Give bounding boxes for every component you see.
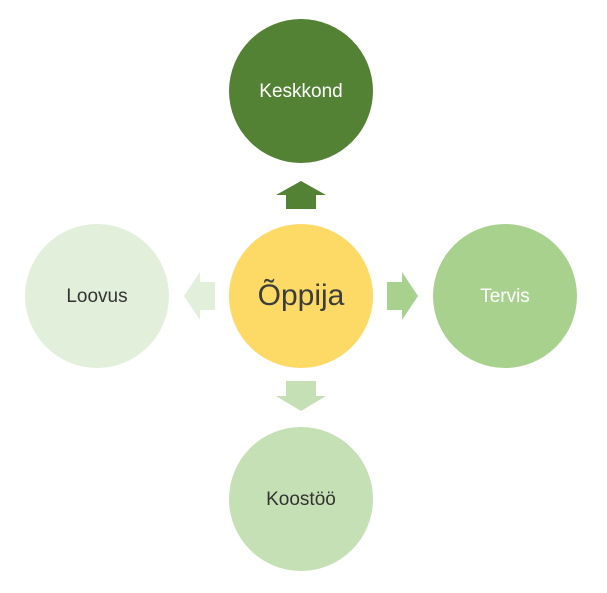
node-label: Koostöö bbox=[266, 488, 336, 510]
node-loovus: Loovus bbox=[25, 224, 169, 368]
arrow-down-icon bbox=[276, 381, 326, 411]
node-label: Loovus bbox=[66, 285, 128, 307]
arrow-up-icon bbox=[276, 181, 326, 209]
node-koostoo: Koostöö bbox=[229, 427, 373, 571]
node-label: Keskkond bbox=[259, 80, 343, 102]
node-tervis: Tervis bbox=[433, 224, 577, 368]
node-oppija-center: Õppija bbox=[229, 224, 373, 368]
node-label: Tervis bbox=[480, 285, 530, 307]
arrow-left-icon bbox=[184, 272, 215, 320]
node-keskkond: Keskkond bbox=[229, 19, 373, 163]
arrow-right-icon bbox=[387, 272, 418, 320]
center-label: Õppija bbox=[257, 279, 345, 312]
